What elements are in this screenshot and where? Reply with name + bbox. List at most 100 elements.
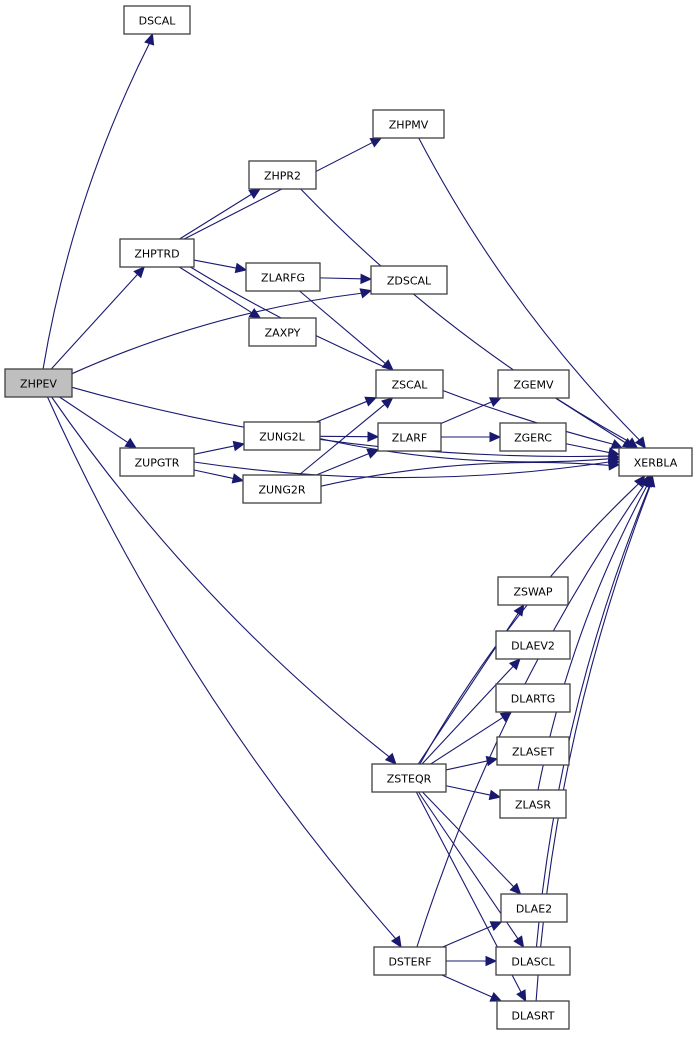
node-zgerc[interactable]: ZGERC (499, 422, 567, 452)
arrowhead-icon (508, 658, 521, 671)
node-dlartg[interactable]: DLARTG (495, 683, 571, 713)
edge-dlasrt-to-xerbla (535, 474, 656, 1002)
arrowhead-icon (144, 32, 155, 46)
arrowhead-icon (516, 989, 527, 1003)
node-zlasr[interactable]: ZLASR (499, 789, 567, 819)
node-label: DLARTG (511, 693, 555, 706)
arrowhead-icon (124, 437, 138, 449)
edge-zhpev-to-zsteqr (51, 396, 397, 765)
edge-dsterf-to-dlascl (446, 955, 498, 967)
node-label: ZUNG2L (259, 431, 305, 444)
node-label: DSCAL (139, 15, 177, 28)
edge-zhpmv-to-xerbla (418, 137, 646, 449)
node-label: ZAXPY (265, 327, 301, 340)
arrowhead-icon (366, 448, 380, 459)
arrowhead-icon (488, 789, 502, 801)
node-label: ZHPEV (20, 378, 57, 391)
edge-dsterf-to-dlae2 (442, 921, 503, 948)
node-zaxpy[interactable]: ZAXPY (248, 317, 317, 347)
node-label: XERBLA (634, 457, 678, 470)
node-zsteqr[interactable]: ZSTEQR (371, 763, 447, 793)
node-zhpmv[interactable]: ZHPMV (372, 109, 445, 139)
edge-zhpev-to-zhptrd (50, 266, 146, 370)
node-zung2l[interactable]: ZUNG2L (243, 421, 321, 451)
node-label: ZHPMV (389, 119, 429, 132)
edge-zsteqr-to-xerbla (419, 475, 646, 765)
node-zscal[interactable]: ZSCAL (375, 369, 444, 399)
edge-zung2l-to-xerbla (319, 438, 621, 464)
node-label: ZLARFG (261, 272, 305, 285)
edge-zsteqr-to-dlae2 (422, 791, 522, 895)
edge-zlarf-to-zgerc (441, 431, 502, 443)
node-dlaev2[interactable]: DLAEV2 (495, 630, 571, 660)
edge-zlarfg-to-zscal (299, 290, 394, 371)
arrowhead-icon (513, 935, 525, 949)
edge-zung2l-to-zscal (316, 396, 378, 423)
node-label: ZSTEQR (387, 773, 432, 786)
node-zlaset[interactable]: ZLASET (496, 736, 570, 766)
arrowhead-icon (489, 921, 503, 931)
node-label: ZHPR2 (264, 170, 301, 183)
edge-zupgtr-to-zung2l (193, 440, 246, 455)
arrowhead-icon (133, 266, 146, 279)
arrowhead-icon (390, 935, 402, 949)
arrowhead-icon (248, 307, 262, 319)
node-zung2r[interactable]: ZUNG2R (242, 474, 322, 504)
node-label: ZLASET (512, 746, 554, 759)
arrowhead-icon (509, 882, 522, 895)
node-label: DLASCL (511, 956, 555, 969)
node-zlarf[interactable]: ZLARF (377, 422, 442, 452)
arrowhead-icon (369, 137, 383, 148)
node-label: ZLARF (392, 432, 427, 445)
edge-zsteqr-to-dlaev2 (421, 658, 521, 765)
node-label: ZLASR (515, 799, 551, 812)
node-zhpev[interactable]: ZHPEV (4, 368, 73, 398)
edge-zhptrd-to-zlarfg (193, 259, 248, 274)
edge-zung2r-to-zlarf (316, 448, 380, 476)
edge-zupgtr-to-zung2r (193, 469, 245, 484)
arrowhead-icon (231, 473, 245, 484)
edge-zgerc-to-xerbla (565, 443, 621, 458)
node-dscal[interactable]: DSCAL (123, 5, 191, 35)
node-label: ZDSCAL (387, 275, 432, 288)
node-zhptrd[interactable]: ZHPTRD (119, 238, 195, 268)
node-zhpr2[interactable]: ZHPR2 (248, 160, 317, 190)
arrowhead-icon (489, 431, 502, 443)
edge-zung2r-to-zscal (298, 397, 394, 476)
arrowhead-icon (381, 397, 394, 409)
arrowhead-icon (608, 460, 621, 471)
node-zswap[interactable]: ZSWAP (497, 576, 569, 606)
node-label: DLASRT (512, 1010, 555, 1023)
node-xerbla[interactable]: XERBLA (618, 447, 693, 477)
edge-zhpev-to-dscal (42, 32, 155, 370)
edge-zsteqr-to-zlasr (445, 785, 502, 801)
arrowhead-icon (232, 440, 246, 452)
arrowhead-icon (610, 439, 624, 449)
edge-zhptrd-to-zaxpy (178, 266, 262, 319)
node-label: ZSCAL (392, 379, 429, 392)
node-dlae2[interactable]: DLAE2 (500, 893, 568, 923)
arrowhead-icon (381, 359, 394, 371)
node-label: ZGEMV (513, 379, 554, 392)
edge-zlarf-to-zgemv (440, 397, 502, 425)
node-dsterf[interactable]: DSTERF (373, 946, 447, 976)
node-zgemv[interactable]: ZGEMV (497, 369, 570, 399)
node-zdscal[interactable]: ZDSCAL (370, 265, 448, 295)
edge-zhptrd-to-zhpr2 (179, 188, 262, 240)
edge-zlarfg-to-zdscal (319, 273, 373, 285)
edge-zhpev-to-dsterf (46, 396, 402, 949)
arrowhead-icon (607, 447, 621, 458)
arrowhead-icon (485, 955, 498, 967)
node-label: ZUPGTR (135, 457, 180, 470)
arrowhead-icon (384, 752, 397, 765)
arrowhead-icon (360, 273, 373, 285)
edge-zhpr2-to-xerbla (300, 188, 639, 449)
node-zupgtr[interactable]: ZUPGTR (119, 447, 195, 477)
node-zlarfg[interactable]: ZLARFG (245, 262, 321, 292)
node-dlasrt[interactable]: DLASRT (496, 1000, 570, 1030)
arrowhead-icon (359, 288, 373, 299)
node-label: DLAEV2 (511, 640, 555, 653)
node-dlascl[interactable]: DLASCL (495, 946, 571, 976)
arrowhead-icon (234, 262, 248, 274)
